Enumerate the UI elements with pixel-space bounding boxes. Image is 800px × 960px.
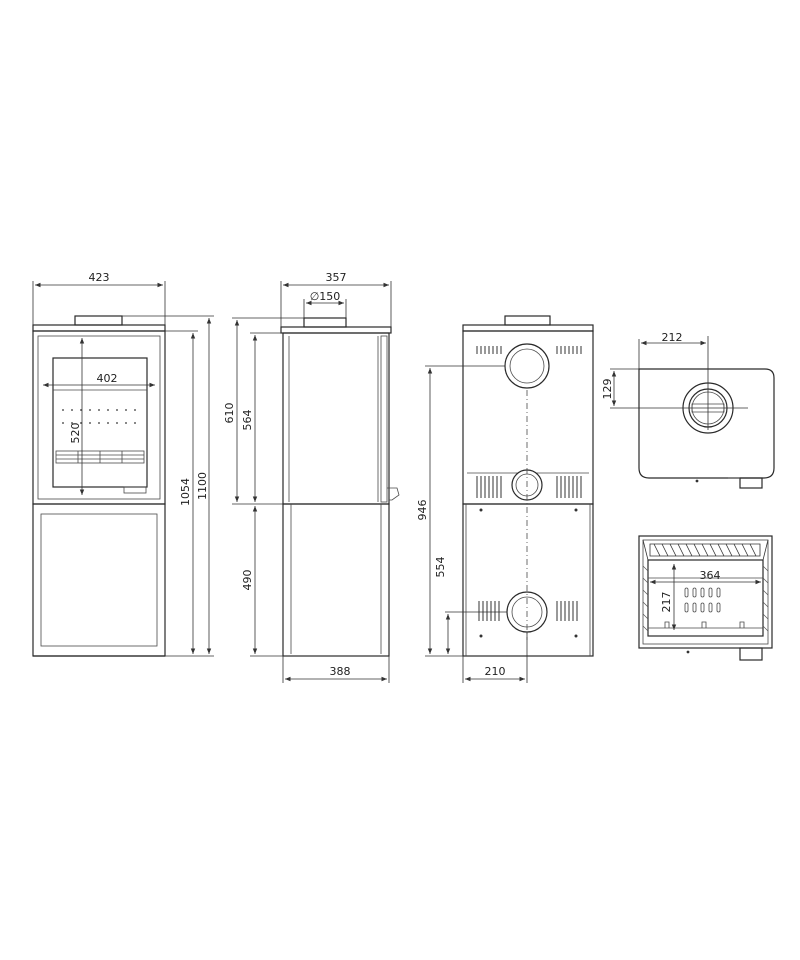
- dim-rear-lower-outlet-label: 554: [434, 557, 447, 578]
- rear-lower-body: [462, 503, 594, 657]
- dim-flue-diameter: ∅150: [303, 290, 347, 318]
- dim-total-height: 1100: [122, 315, 214, 654]
- dim-side-upper-height-label: 610: [223, 403, 236, 424]
- section-outer: [638, 535, 773, 649]
- dim-side-base-depth: 388: [282, 656, 390, 683]
- dim-firebox-height: 520: [69, 338, 85, 495]
- dim-section-width-label: 364: [700, 569, 721, 582]
- dim-front-width: 423: [32, 271, 166, 325]
- rear-vent-slots: [476, 346, 582, 621]
- dim-rear-upper-outlet-label: 946: [416, 500, 429, 521]
- dim-total-height-stove-label: 1054: [179, 478, 192, 506]
- front-air-holes: [62, 409, 136, 424]
- front-door-glass: [52, 357, 148, 488]
- side-top-plate: [280, 326, 392, 334]
- side-door-handle: [387, 487, 400, 501]
- dim-total-height-label: 1100: [196, 472, 209, 500]
- section-top-insulation: [642, 539, 769, 561]
- front-flue-collar: [74, 315, 123, 326]
- dim-firebox-height-label: 520: [69, 423, 82, 444]
- side-upper-body: [282, 332, 390, 505]
- dim-top-flue-offset-y-label: 129: [601, 379, 614, 400]
- dim-side-depth-label: 357: [326, 271, 347, 284]
- front-door-handle: [123, 486, 147, 494]
- dim-firebox-width-label: 402: [97, 372, 118, 385]
- rear-view: 946 554 210: [416, 315, 594, 683]
- dim-total-height-stove: 1054: [165, 330, 214, 657]
- side-flue-collar: [303, 317, 347, 328]
- dim-front-width-label: 423: [89, 271, 110, 284]
- dim-rear-outlet-offset: 210: [462, 632, 528, 683]
- section-grate-slots: [684, 587, 721, 613]
- front-door-frame: [37, 335, 161, 500]
- dim-side-depth: 357: [280, 271, 392, 327]
- dim-top-flue-offset-x: 212: [638, 331, 706, 369]
- section-view: 364 217: [638, 535, 773, 661]
- dim-section-height-label: 217: [660, 592, 673, 613]
- dim-top-flue-offset-y: 129: [601, 368, 639, 406]
- front-top-plate: [32, 324, 166, 332]
- front-base: [32, 503, 166, 657]
- dim-flue-diameter-label: ∅150: [310, 290, 341, 303]
- dim-rear-outlet-offset-label: 210: [485, 665, 506, 678]
- side-view: 357 ∅150 610 564 490 388: [223, 271, 400, 683]
- top-view: 212 129: [601, 331, 775, 489]
- dim-section-width: 364: [650, 569, 761, 585]
- dim-side-upper-inner-label: 564: [241, 410, 254, 431]
- dim-side-base-depth-label: 388: [330, 665, 351, 678]
- dim-section-height: 217: [660, 564, 677, 630]
- rear-upper-outlet: [504, 343, 550, 389]
- side-base: [282, 503, 390, 657]
- dim-side-heights: 610 564 490: [223, 317, 304, 657]
- front-view: 423 402 520 1054 1100: [32, 271, 214, 657]
- dim-firebox-width: 402: [43, 372, 155, 388]
- dim-top-flue-offset-x-label: 212: [662, 331, 683, 344]
- section-firebox: [647, 559, 764, 637]
- top-outline: [638, 368, 775, 479]
- dim-rear-heights: 946 554: [416, 365, 507, 657]
- side-door-profile: [380, 335, 388, 503]
- front-grate: [55, 450, 145, 464]
- dim-side-lower-height-label: 490: [241, 570, 254, 591]
- rear-flue-collar: [504, 315, 551, 326]
